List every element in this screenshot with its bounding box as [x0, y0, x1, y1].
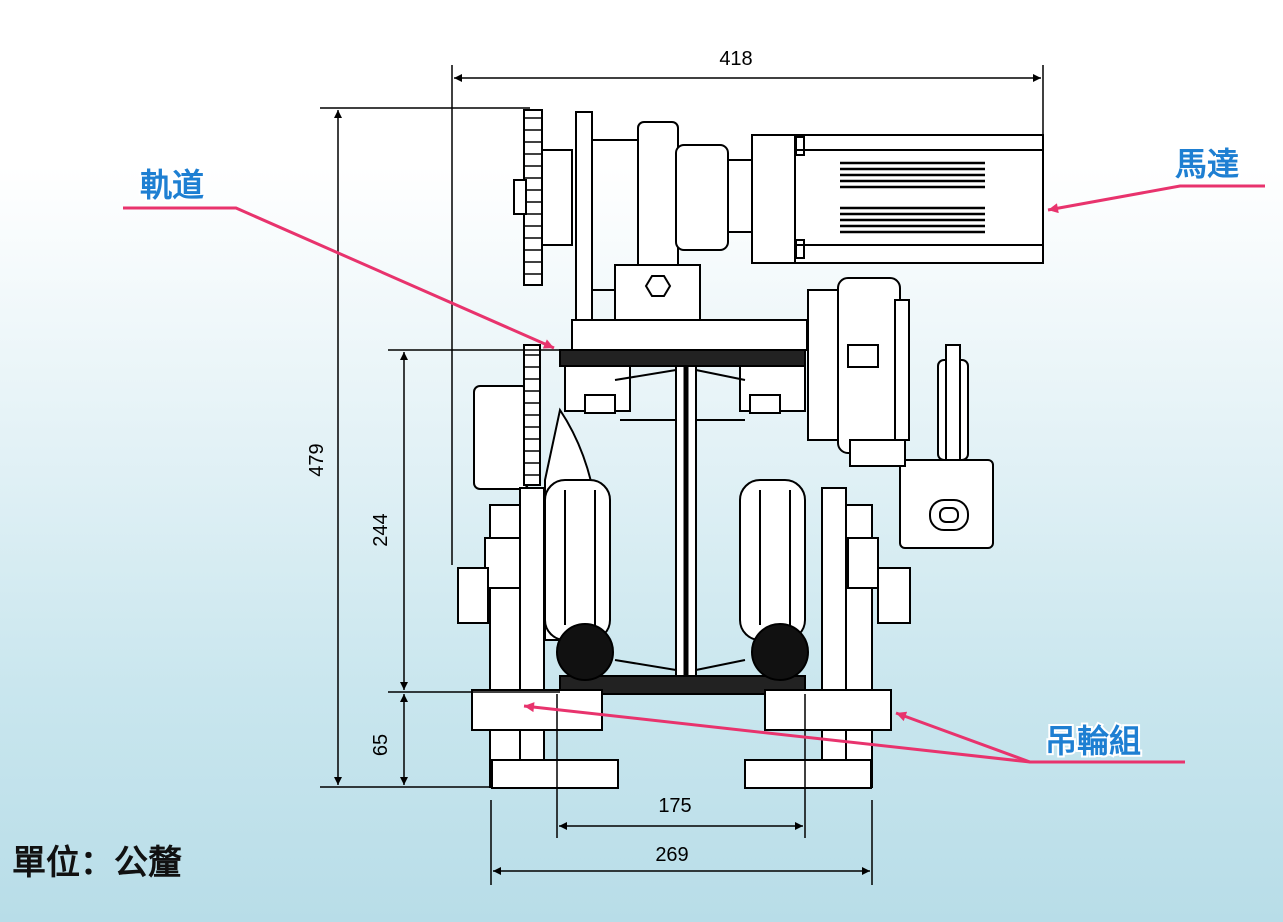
dim-overall-height: 479 — [306, 443, 328, 476]
dim-overall-width: 418 — [719, 48, 752, 70]
right-side-frame — [744, 487, 911, 789]
dimension-lines — [320, 65, 1044, 885]
top-sprocket — [513, 109, 573, 286]
unit-note: 單位：公釐 — [12, 843, 182, 883]
machine-linework — [457, 109, 1044, 789]
right-brake-assembly — [807, 277, 994, 549]
dim-base-width: 269 — [655, 844, 688, 866]
dim-wheel-gauge: 175 — [658, 795, 691, 817]
wheel-leader-right — [895, 711, 1031, 764]
gear-reducer — [575, 111, 753, 323]
left-side-frame — [457, 344, 619, 789]
dim-rail-height: 244 — [370, 513, 392, 546]
leader-lines — [123, 184, 1265, 764]
trolley-wheel-label: 吊輪組 — [1045, 722, 1141, 760]
motor-leader — [1047, 184, 1265, 214]
dim-base-height: 65 — [370, 734, 392, 756]
rail-label: 軌道 — [140, 166, 204, 204]
motor-label: 馬達 — [1175, 145, 1239, 183]
motor-body — [751, 134, 1044, 264]
left-wheel — [544, 365, 677, 681]
rail-i-beam — [559, 319, 808, 695]
rail-leader — [123, 206, 555, 350]
right-wheel — [695, 365, 809, 681]
